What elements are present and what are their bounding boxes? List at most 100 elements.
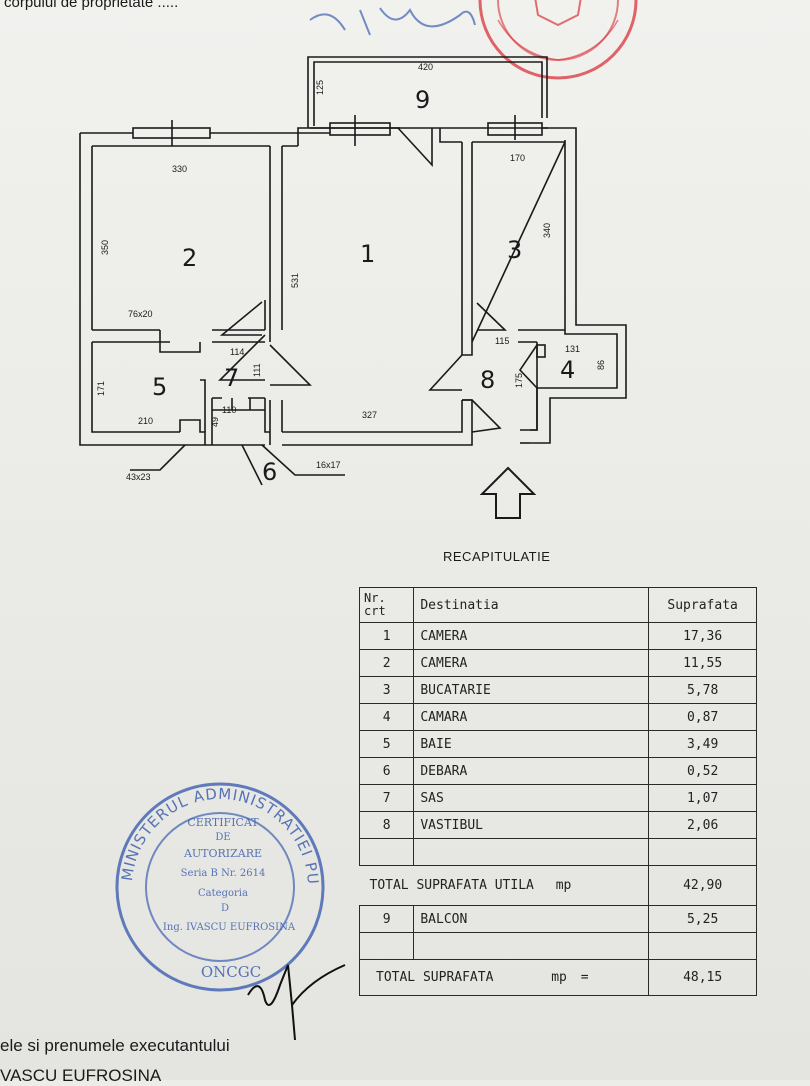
footer-line2: VASCU EUFROSINA <box>0 1066 162 1085</box>
row-name: VASTIBUL <box>413 811 650 839</box>
row-name: CAMARA <box>413 703 650 731</box>
stamp-line1: CERTIFICAT <box>187 816 259 829</box>
dim-label: 420 <box>418 62 433 72</box>
dim-label: 175 <box>514 373 524 388</box>
row-area: 5,78 <box>648 676 757 704</box>
dim-label: 111 <box>252 363 262 377</box>
balcony-name: BALCON <box>413 905 650 933</box>
footer-line1: ele si prenumele executantului <box>0 1036 230 1055</box>
stamp-line5: Categoria <box>198 888 248 899</box>
entrance-arrow-icon <box>480 466 536 519</box>
dim-label: 330 <box>172 164 187 174</box>
total-value: 48,15 <box>648 959 757 996</box>
floor-plan: 2 1 3 4 5 6 7 8 9 420 125 330 170 350 34… <box>79 56 627 486</box>
stamp-line6: D <box>221 903 229 914</box>
row-nr: 1 <box>358 622 415 650</box>
room-5-label: 5 <box>152 373 167 401</box>
total-unit: mp <box>551 970 567 985</box>
dim-label: 16x17 <box>316 460 341 470</box>
balcony-area: 5,25 <box>648 905 757 933</box>
header-text: corpului de proprietate ..... <box>4 0 179 11</box>
dim-label: 114 <box>230 347 244 357</box>
recap-title: RECAPITULATIE <box>443 549 551 564</box>
total-eq: = <box>580 970 589 985</box>
dim-label: 327 <box>362 410 377 420</box>
room-4-label: 4 <box>560 356 575 384</box>
dim-label: 125 <box>315 80 325 95</box>
dim-label: 340 <box>542 223 552 238</box>
total-util-label: TOTAL SUPRAFATA UTILA <box>369 878 534 893</box>
stamp-bottom: ONCGC <box>201 963 261 981</box>
room-6-label: 6 <box>262 458 277 486</box>
row-name: BAIE <box>413 730 650 758</box>
signature-icon <box>247 964 346 1041</box>
row-nr: 8 <box>358 811 415 839</box>
room-2-label: 2 <box>182 244 197 272</box>
row-area: 0,52 <box>648 757 757 785</box>
row-nr: 4 <box>358 703 415 731</box>
room-1-label: 1 <box>360 240 375 268</box>
dim-label: 43x23 <box>126 472 151 482</box>
total-row: TOTAL SUPRAFATA mp = 48,15 <box>358 959 757 996</box>
table-row-empty <box>358 838 757 866</box>
header-destination: Destinatia <box>413 587 650 623</box>
row-area: 2,06 <box>648 811 757 839</box>
dim-label: 86 <box>596 360 606 370</box>
header-nr-line1: Nr. <box>364 591 386 605</box>
dim-label: 171 <box>96 381 106 396</box>
header-nr-line2: crt <box>364 604 386 618</box>
header-area: Suprafata <box>648 587 757 623</box>
stamp-line4: Seria B Nr. 2614 <box>181 868 266 879</box>
authorization-stamp: MINISTERUL ADMINISTRATIEI PUBLICE CERTIF… <box>113 780 325 992</box>
row-area: 17,36 <box>648 622 757 650</box>
row-area: 1,07 <box>648 784 757 812</box>
dim-label: 531 <box>290 273 300 288</box>
total-label: TOTAL SUPRAFATA <box>376 970 494 985</box>
dim-label: 210 <box>138 416 153 426</box>
dim-label: 131 <box>565 344 580 354</box>
row-nr: 6 <box>358 757 415 785</box>
table-header-row: Nr. crt Destinatia Suprafata <box>358 587 757 623</box>
balcony-nr: 9 <box>358 905 415 933</box>
dim-label: 115 <box>495 336 509 346</box>
row-area: 0,87 <box>648 703 757 731</box>
row-nr: 3 <box>358 676 415 704</box>
signature-scribble-icon <box>309 7 476 36</box>
total-util-value: 42,90 <box>648 865 757 906</box>
table-row-empty <box>358 932 757 960</box>
row-name: CAMERA <box>413 622 650 650</box>
row-nr: 2 <box>358 649 415 677</box>
room-8-label: 8 <box>480 366 495 394</box>
total-util-unit: mp <box>555 878 572 893</box>
dim-label: 350 <box>100 240 110 255</box>
dim-label: 110 <box>222 405 236 415</box>
dim-label: 170 <box>510 153 525 163</box>
row-nr: 5 <box>358 730 415 758</box>
room-9-label: 9 <box>415 86 430 114</box>
room-3-label: 3 <box>507 236 522 264</box>
row-area: 3,49 <box>648 730 757 758</box>
red-seal-icon <box>478 0 638 80</box>
dim-label: 76x20 <box>128 309 153 319</box>
stamp-line2: DE <box>215 832 230 843</box>
stamp-line3: AUTORIZARE <box>183 847 262 860</box>
stamp-line7: Ing. IVASCU EUFROSINA <box>163 922 296 933</box>
row-nr: 7 <box>358 784 415 812</box>
row-name: DEBARA <box>413 757 650 785</box>
row-name: BUCATARIE <box>413 676 650 704</box>
row-name: SAS <box>413 784 650 812</box>
row-name: CAMERA <box>413 649 650 677</box>
dim-label: 49 <box>210 417 220 427</box>
room-7-label: 7 <box>224 364 239 392</box>
row-area: 11,55 <box>648 649 757 677</box>
